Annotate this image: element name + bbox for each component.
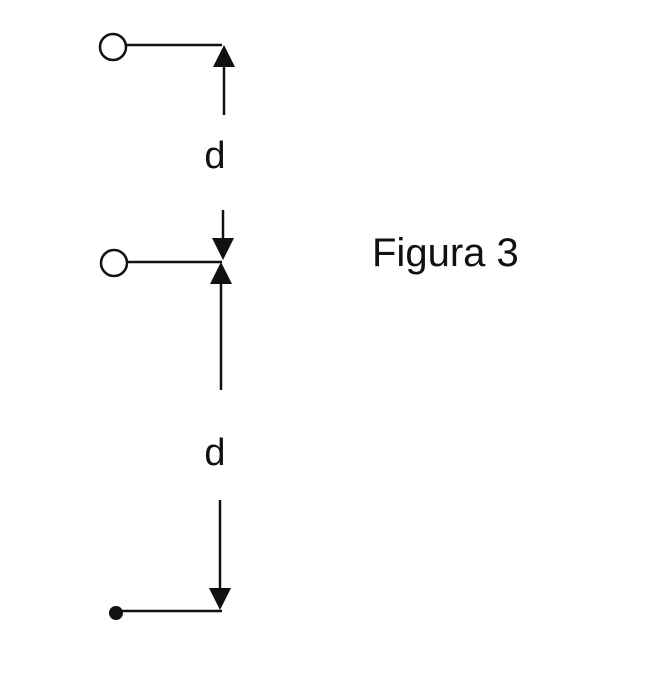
solid-terminal-bottom <box>109 606 123 620</box>
figure-title: Figura 3 <box>372 231 519 275</box>
distance-label-top: d <box>204 135 225 177</box>
distance-label-bottom: d <box>204 432 225 474</box>
arrow-down-icon <box>209 588 231 610</box>
open-terminal-middle <box>99 248 129 278</box>
arrow-up-icon <box>210 262 232 284</box>
arrow-down-icon <box>212 238 234 260</box>
open-terminal-top <box>98 32 128 62</box>
arrow-up-icon <box>213 45 235 67</box>
